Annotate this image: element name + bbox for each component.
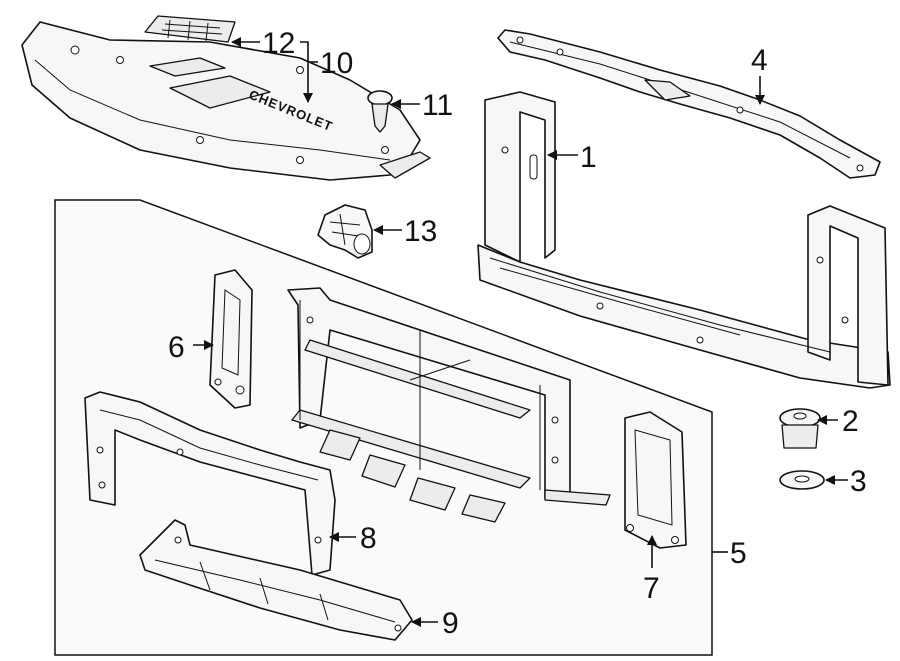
- bushing-part-2: [779, 408, 821, 449]
- socket-part-13: [317, 204, 373, 259]
- upper-tie-bar-part-4: [497, 29, 881, 179]
- center-frame: [287, 287, 611, 523]
- callout-2: 2: [842, 405, 859, 438]
- callout-7: 7: [643, 572, 660, 605]
- callout-11: 11: [422, 89, 453, 122]
- radiator-support-part-1: [477, 91, 891, 389]
- left-bracket-part-6: [209, 269, 253, 409]
- right-bracket-part-7: [624, 411, 687, 549]
- callout-1: 1: [580, 141, 597, 174]
- callout-8: 8: [360, 522, 377, 555]
- callout-6: 6: [168, 331, 185, 364]
- callout-4: 4: [751, 44, 768, 77]
- callout-10: 10: [320, 47, 353, 80]
- callout-3: 3: [850, 465, 867, 498]
- callout-13: 13: [404, 215, 437, 248]
- push-pin-part-11: [367, 90, 393, 133]
- washer-part-3: [779, 470, 825, 490]
- label-part-12: [144, 15, 236, 43]
- callout-9: 9: [442, 607, 459, 640]
- callout-12: 12: [262, 27, 295, 60]
- leader-lines: [193, 37, 848, 627]
- callout-5: 5: [730, 537, 747, 570]
- upper-shield-part-10: CHEVROLET: [21, 21, 431, 181]
- lower-tie-bar-part-8: [84, 391, 336, 576]
